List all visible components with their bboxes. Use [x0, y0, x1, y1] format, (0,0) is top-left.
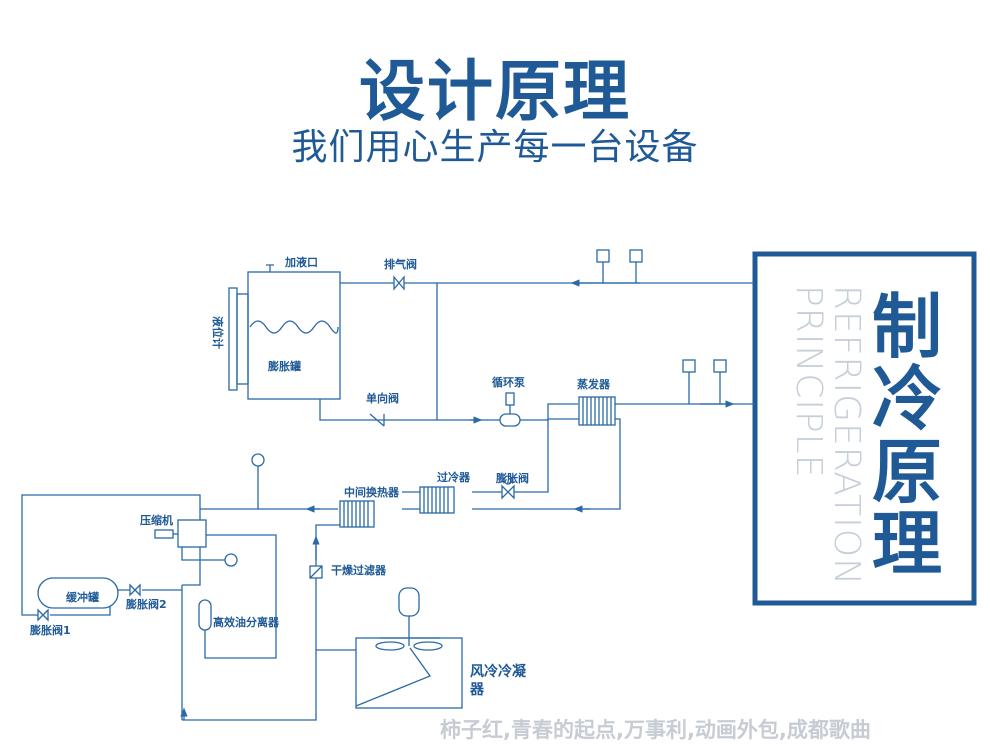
- expansion-valve: 膨胀阀: [495, 471, 529, 500]
- level-gauge-label: 液位计: [211, 316, 225, 349]
- exhaust-valve: 排气阀: [384, 257, 417, 291]
- fill-port-label: 加液口: [284, 255, 318, 269]
- gauge-icon: [224, 553, 238, 567]
- expansion-valve-1: 膨胀阀1: [29, 608, 71, 637]
- buffer-tank-label: 缓冲罐: [66, 590, 99, 604]
- side-title-char-2: 冷: [872, 358, 942, 440]
- oil-separator: 高效油分离器: [198, 599, 280, 631]
- page-title: 设计原理: [359, 53, 631, 130]
- intermediate-heat-exchanger: 中间换热器: [339, 485, 400, 528]
- condenser-label-line2: 器: [469, 682, 485, 698]
- expansion-valve-2-label: 膨胀阀2: [125, 597, 167, 611]
- gauge-icon: [596, 249, 610, 263]
- buffer-tank: 缓冲罐: [37, 577, 119, 609]
- oil-separator-label: 高效油分离器: [213, 615, 280, 629]
- english-line1: REFRIGERATION: [826, 285, 867, 586]
- side-title-char-4: 理: [872, 503, 942, 585]
- air-cooled-condenser: 风冷冷凝 器: [355, 587, 527, 709]
- side-panel-frame: [752, 251, 977, 606]
- expansion-valve-label: 膨胀阀: [495, 471, 529, 485]
- check-valve-label: 单向阀: [366, 391, 399, 405]
- expansion-tank-body: [247, 271, 341, 400]
- english-line2: PRINCIPLE: [788, 285, 829, 479]
- gauges: [224, 249, 727, 567]
- watermark: 柿子红,青春的起点,万事利,动画外包,成都歌曲: [440, 718, 871, 742]
- circulation-pump: 循环泵: [492, 375, 525, 427]
- dryer-filter-label: 干燥过滤器: [331, 563, 387, 577]
- expansion-valve-1-label: 膨胀阀1: [29, 623, 71, 637]
- subcooler: 过冷器: [419, 470, 471, 514]
- compressor-label: 压缩机: [140, 513, 173, 527]
- gauge-icon: [682, 359, 696, 373]
- gauge-icon: [629, 249, 643, 263]
- evaporator: 蒸发器: [577, 377, 616, 426]
- side-title-char-3: 原: [872, 431, 942, 513]
- evaporator-label: 蒸发器: [577, 377, 611, 391]
- compressor: 压缩机: [140, 513, 207, 548]
- circulation-pump-label: 循环泵: [492, 375, 525, 389]
- level-gauge: 液位计: [211, 287, 249, 391]
- condenser-label-line1: 风冷冷凝: [470, 663, 527, 680]
- expansion-valve-2: 膨胀阀2: [125, 583, 167, 611]
- gauge-icon: [713, 359, 727, 373]
- expansion-tank-label: 膨胀罐: [267, 359, 301, 373]
- check-valve: 单向阀: [366, 391, 399, 427]
- side-title-char-1: 制: [872, 286, 942, 368]
- expansion-tank: 加液口 膨胀罐: [247, 255, 341, 400]
- exhaust-valve-label: 排气阀: [384, 257, 417, 271]
- intermediate-exchanger-label: 中间换热器: [344, 485, 400, 499]
- dryer-filter: 干燥过滤器: [309, 563, 387, 579]
- gauge-icon: [251, 453, 265, 467]
- side-panel: REFRIGERATION PRINCIPLE 制 冷 原 理: [752, 251, 977, 606]
- subcooler-label: 过冷器: [437, 470, 471, 484]
- page-subtitle: 我们用心生产每一台设备: [291, 127, 699, 168]
- piping: [21, 262, 755, 721]
